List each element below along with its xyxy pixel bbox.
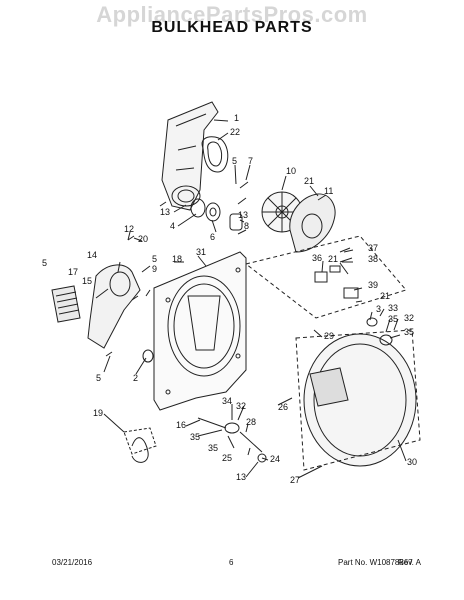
- callout-34: 34: [222, 396, 232, 406]
- footer-revision: Rev. A: [398, 558, 421, 567]
- callout-13: 13: [160, 207, 170, 217]
- callout-32: 32: [404, 313, 414, 323]
- callout-31: 31: [196, 247, 206, 257]
- callout-36: 36: [312, 253, 322, 263]
- callout-32b: 32: [236, 401, 246, 411]
- page-title: BULKHEAD PARTS: [151, 19, 313, 36]
- part-drum: [295, 329, 421, 471]
- callout-24: 24: [270, 454, 280, 464]
- callout-25: 25: [222, 453, 232, 463]
- callout-17: 17: [68, 267, 78, 277]
- callout-13c: 13: [236, 472, 246, 482]
- footer-date: 03/21/2016: [52, 558, 93, 567]
- callout-35b: 35: [404, 327, 414, 337]
- part-ring-6: [205, 202, 221, 222]
- callout-35d: 35: [208, 443, 218, 453]
- callout-10: 10: [286, 166, 296, 176]
- callout-39: 39: [368, 280, 378, 290]
- callout-5b: 5: [152, 254, 157, 264]
- footer-part-number: Part No. W10878867: [338, 558, 413, 567]
- callout-6: 6: [210, 232, 215, 242]
- part-wire-harness: [123, 427, 157, 463]
- callout-28: 28: [246, 417, 256, 427]
- part-8: [229, 213, 243, 231]
- callout-7: 7: [248, 156, 253, 166]
- callout-33: 33: [388, 303, 398, 313]
- part-element: [51, 285, 81, 323]
- callout-19: 19: [93, 408, 103, 418]
- callout-38: 38: [368, 254, 378, 264]
- callout-18: 18: [172, 254, 182, 264]
- part-ring-4: [190, 198, 206, 218]
- callout-35c: 35: [190, 432, 200, 442]
- callout-labels: 1 22 5 7 10 21 11 13 4 6 8 13 12 20 31 5…: [42, 113, 417, 485]
- callout-8: 8: [244, 221, 249, 231]
- callout-29: 29: [324, 331, 334, 341]
- callout-27: 27: [290, 475, 300, 485]
- callout-35: 35: [388, 314, 398, 324]
- callout-1: 1: [234, 113, 239, 123]
- callout-11: 11: [324, 186, 333, 196]
- callout-9: 9: [152, 264, 157, 274]
- callout-21: 21: [304, 176, 314, 186]
- part-roller-assembly: [197, 417, 267, 463]
- callout-2: 2: [133, 373, 138, 383]
- part-exhaust-duct: [161, 101, 219, 211]
- callout-5: 5: [232, 156, 237, 166]
- callout-15: 15: [82, 276, 92, 286]
- part-36: [314, 271, 328, 283]
- callout-30: 30: [407, 457, 417, 467]
- callout-20: 20: [138, 234, 148, 244]
- callout-5c: 5: [42, 258, 47, 268]
- part-front-bulkhead: [153, 251, 247, 411]
- callout-37: 37: [368, 243, 378, 253]
- part-side-panel: [87, 264, 141, 349]
- part-seal: [201, 136, 229, 173]
- footer-page-number: 6: [229, 558, 234, 567]
- watermark-text: AppliancePartsPros.com: [96, 2, 368, 27]
- callout-5d: 5: [96, 373, 101, 383]
- callout-21c: 21: [380, 291, 390, 301]
- callout-26: 26: [278, 402, 288, 412]
- part-39: [343, 287, 359, 299]
- part-blower-housing: [289, 193, 336, 253]
- callout-12: 12: [124, 224, 134, 234]
- callout-3: 3: [376, 304, 381, 314]
- callout-21b: 21: [328, 254, 338, 264]
- callout-14: 14: [87, 250, 97, 260]
- callout-13b: 13: [238, 210, 248, 220]
- callout-4: 4: [170, 221, 175, 231]
- callout-22: 22: [230, 127, 240, 137]
- callout-16: 16: [176, 420, 186, 430]
